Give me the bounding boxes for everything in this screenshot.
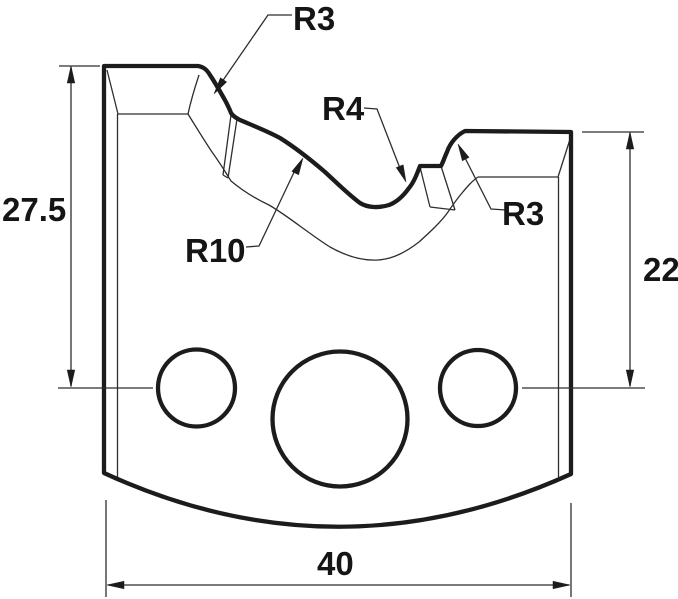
left-facet-bottom xyxy=(222,174,229,179)
arrow-r10 xyxy=(291,157,304,176)
arrow-left-height-bottom xyxy=(66,369,76,388)
leader-r3-top xyxy=(216,14,292,90)
left-facet-edge-2 xyxy=(227,118,238,179)
radius-label-r3-right: R3 xyxy=(502,195,544,232)
mounting-hole-right xyxy=(437,347,519,429)
center-hole xyxy=(270,349,410,489)
arrow-right-height-top xyxy=(625,131,635,150)
arrow-left-height-top xyxy=(66,65,76,84)
left-bevel-diagonal xyxy=(106,69,119,115)
arrow-r4 xyxy=(395,164,407,183)
grind-back-curve xyxy=(187,113,479,261)
arrow-width-right xyxy=(552,580,571,590)
radius-label-r4: R4 xyxy=(322,90,365,127)
labels: R3 R4 R10 R3 27.5 22 40 xyxy=(2,0,678,582)
right-facet-bottom xyxy=(429,206,456,211)
knife-outline-group xyxy=(101,63,574,529)
radius-label-r3-top: R3 xyxy=(293,0,335,37)
dimension-left-height: 27.5 xyxy=(2,191,66,228)
arrow-right-height-bottom xyxy=(625,369,635,388)
leader-r4 xyxy=(363,107,404,177)
arrow-r3-right xyxy=(457,143,470,162)
leader-r10 xyxy=(245,165,298,248)
leader-lines xyxy=(216,14,507,248)
cove-bevel-side xyxy=(187,74,200,115)
arrow-width-left xyxy=(106,580,125,590)
radius-label-r10: R10 xyxy=(185,232,246,269)
arrow-r3-top xyxy=(213,77,228,95)
leader-r3-right xyxy=(460,149,507,211)
right-facet-edge-1 xyxy=(419,166,431,208)
left-facet-edge-1 xyxy=(222,114,232,176)
knife-outline xyxy=(101,63,574,529)
mounting-hole-left xyxy=(155,347,238,429)
right-facet-edge-2 xyxy=(440,165,456,211)
dimension-lines xyxy=(58,65,645,597)
dimension-right-height: 22 xyxy=(643,251,678,288)
dimension-bottom-width: 40 xyxy=(317,545,354,582)
arrowheads xyxy=(66,65,635,590)
